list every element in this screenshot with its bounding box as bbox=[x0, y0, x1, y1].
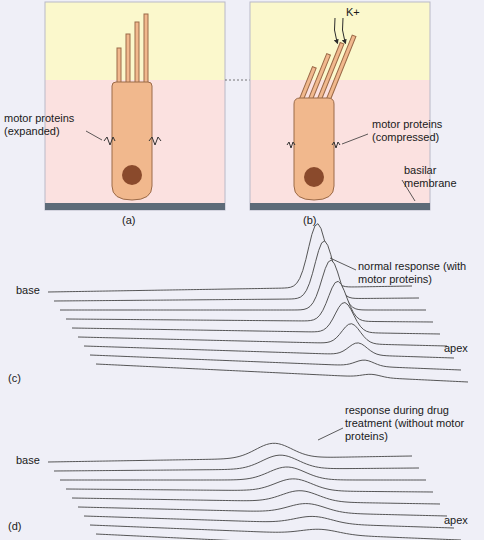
potassium-arrow bbox=[342, 18, 345, 42]
basilar-trace bbox=[48, 224, 412, 292]
part-label: basilar membrane bbox=[404, 164, 480, 190]
waterfall-drug bbox=[48, 443, 468, 540]
stereocilia bbox=[117, 14, 148, 84]
panel-frame bbox=[45, 2, 225, 210]
trace-fill bbox=[48, 224, 412, 292]
part-label: (a) bbox=[122, 214, 152, 227]
leader-line bbox=[86, 131, 102, 140]
basilar-membrane bbox=[45, 203, 225, 210]
basilar-trace bbox=[84, 516, 454, 528]
part-label: motor proteins (compressed) bbox=[372, 118, 464, 144]
trace-fill bbox=[96, 534, 468, 540]
motor-protein bbox=[332, 142, 340, 148]
part-label: apex bbox=[444, 342, 480, 355]
basilar-trace bbox=[66, 281, 433, 322]
trace-fill bbox=[78, 504, 447, 516]
trace-fill bbox=[84, 516, 454, 528]
trace-fill bbox=[66, 281, 433, 322]
trace-fill bbox=[90, 355, 461, 370]
basilar-trace bbox=[78, 324, 447, 346]
stereocilia bbox=[299, 35, 356, 101]
basilar-trace bbox=[84, 343, 454, 358]
part-label: base bbox=[16, 284, 56, 297]
motor-protein bbox=[104, 137, 115, 145]
part-label: normal response (with motor proteins) bbox=[358, 260, 476, 286]
hair-cell bbox=[112, 82, 152, 200]
basilar-trace bbox=[72, 491, 440, 504]
part-label: apex bbox=[444, 514, 480, 527]
dotted-link bbox=[225, 80, 250, 81]
basilar-trace bbox=[60, 467, 426, 480]
panel-frame bbox=[250, 2, 430, 210]
trace-fill bbox=[72, 303, 440, 334]
part-label: base bbox=[16, 454, 56, 467]
basilar-membrane bbox=[250, 203, 430, 210]
part-label: response during drug treatment (without … bbox=[345, 404, 470, 443]
leader-line bbox=[330, 258, 356, 270]
trace-fill bbox=[96, 364, 468, 382]
trace-fill bbox=[78, 324, 447, 346]
trace-fill bbox=[48, 443, 412, 462]
leader-line bbox=[342, 134, 368, 144]
nucleus bbox=[304, 167, 324, 187]
trace-fill bbox=[60, 467, 426, 480]
basilar-trace bbox=[54, 455, 419, 471]
part-label: (c) bbox=[8, 372, 38, 385]
basilar-trace bbox=[72, 303, 440, 334]
ion-label: K+ bbox=[346, 6, 376, 19]
basilar-trace bbox=[90, 355, 461, 370]
lower-fluid bbox=[45, 80, 225, 204]
motor-protein bbox=[149, 137, 161, 145]
part-label: motor proteins (expanded) bbox=[4, 112, 84, 138]
trace-fill bbox=[72, 491, 440, 504]
panel-a bbox=[45, 2, 225, 210]
hair-cell bbox=[294, 98, 334, 200]
nucleus bbox=[122, 165, 142, 185]
trace-fill bbox=[90, 525, 461, 540]
trace-fill bbox=[84, 343, 454, 358]
potassium-arrow bbox=[334, 18, 337, 42]
basilar-trace bbox=[78, 504, 447, 516]
basilar-trace bbox=[90, 525, 461, 540]
trace-fill bbox=[66, 479, 433, 492]
basilar-trace bbox=[66, 479, 433, 492]
motor-protein bbox=[287, 142, 295, 148]
panel-b bbox=[250, 2, 430, 210]
trace-fill bbox=[54, 455, 419, 471]
leader-line bbox=[318, 428, 343, 440]
basilar-trace bbox=[96, 364, 468, 382]
part-label: (b) bbox=[303, 214, 333, 227]
part-label: (d) bbox=[8, 520, 38, 533]
basilar-trace bbox=[96, 534, 468, 540]
basilar-trace bbox=[48, 443, 412, 462]
waterfall-normal bbox=[48, 224, 468, 382]
